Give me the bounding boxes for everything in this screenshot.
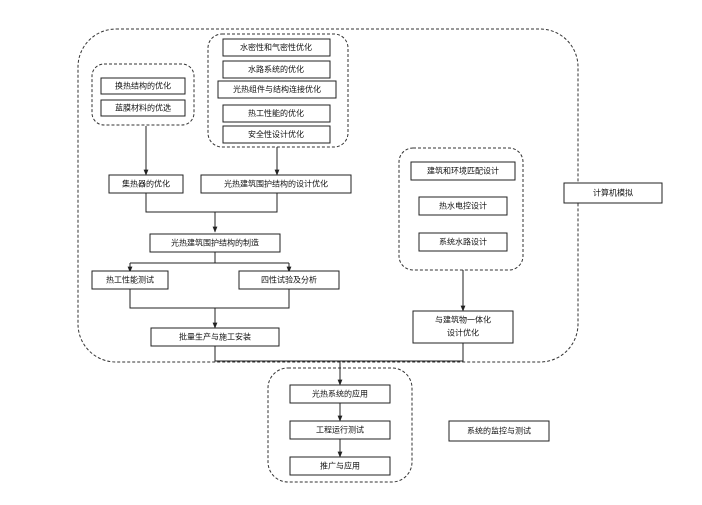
svg-text:光热组件与结构连接优化: 光热组件与结构连接优化: [233, 84, 321, 94]
node-pv-application: 光热系统的应用: [289, 384, 391, 404]
svg-text:工程运行测试: 工程运行测试: [316, 425, 364, 435]
node-mass-production: 批量生产与施工安装: [150, 327, 280, 347]
node-thermal-performance: 热工性能的优化: [222, 104, 331, 123]
node-heat-exchange: 换热结构的优化: [100, 77, 186, 95]
svg-text:建筑和环境匹配设计: 建筑和环境匹配设计: [427, 166, 499, 176]
svg-text:批量生产与施工安装: 批量生产与施工安装: [179, 332, 251, 342]
node-engineering-test: 工程运行测试: [289, 420, 391, 440]
svg-text:热水电控设计: 热水电控设计: [439, 201, 487, 211]
node-pv-connection: 光热组件与结构连接优化: [217, 80, 337, 99]
svg-text:水密性和气密性优化: 水密性和气密性优化: [240, 42, 312, 52]
svg-text:设计优化: 设计优化: [447, 328, 479, 338]
node-thermal-test: 热工性能测试: [91, 270, 169, 290]
node-envelope-design: 光热建筑围护结构的设计优化: [200, 174, 352, 194]
node-promotion: 推广与应用: [289, 456, 391, 476]
node-water-tightness: 水密性和气密性优化: [222, 38, 331, 57]
svg-text:集热器的优化: 集热器的优化: [122, 179, 170, 189]
node-water-system: 水路系统的优化: [222, 60, 331, 79]
node-building-env-match: 建筑和环境匹配设计: [410, 161, 516, 181]
structure-optimization-subgroup: [207, 33, 349, 148]
svg-text:换热结构的优化: 换热结构的优化: [115, 81, 171, 91]
svg-text:安全性设计优化: 安全性设计优化: [248, 129, 304, 139]
svg-text:四性试验及分析: 四性试验及分析: [261, 275, 317, 285]
label-computer-simulation: 计算机模拟: [563, 182, 663, 204]
svg-text:系统的监控与测试: 系统的监控与测试: [467, 426, 531, 436]
node-water-system-design: 系统水路设计: [418, 232, 508, 252]
svg-text:系统水路设计: 系统水路设计: [439, 237, 487, 247]
svg-text:与建筑物一体化: 与建筑物一体化: [435, 315, 491, 325]
svg-text:蓝膜材料的优选: 蓝膜材料的优选: [115, 103, 171, 113]
svg-text:光热建筑围护结构的设计优化: 光热建筑围护结构的设计优化: [224, 179, 328, 189]
system-design-subgroup: [398, 147, 524, 271]
svg-text:热工性能的优化: 热工性能的优化: [248, 108, 304, 118]
svg-text:推广与应用: 推广与应用: [320, 461, 360, 471]
svg-text:水路系统的优化: 水路系统的优化: [248, 64, 304, 74]
label-monitoring-testing: 系统的监控与测试: [448, 420, 550, 442]
collector-optimization-subgroup: [91, 63, 195, 126]
svg-text:光热建筑围护结构的制造: 光热建筑围护结构的制造: [171, 238, 259, 248]
node-film-material: 蓝膜材料的优选: [100, 99, 186, 117]
node-collector-optimization: 集热器的优化: [108, 174, 184, 194]
node-hot-water-control: 热水电控设计: [418, 196, 508, 216]
svg-text:热工性能测试: 热工性能测试: [106, 275, 154, 285]
node-four-tests: 四性试验及分析: [238, 270, 340, 290]
svg-text:计算机模拟: 计算机模拟: [593, 188, 633, 198]
svg-text:光热系统的应用: 光热系统的应用: [312, 389, 368, 399]
node-building-integration: 与建筑物一体化 设计优化: [412, 310, 514, 344]
node-envelope-manufacture: 光热建筑围护结构的制造: [149, 233, 281, 253]
node-safety-design: 安全性设计优化: [222, 125, 331, 144]
